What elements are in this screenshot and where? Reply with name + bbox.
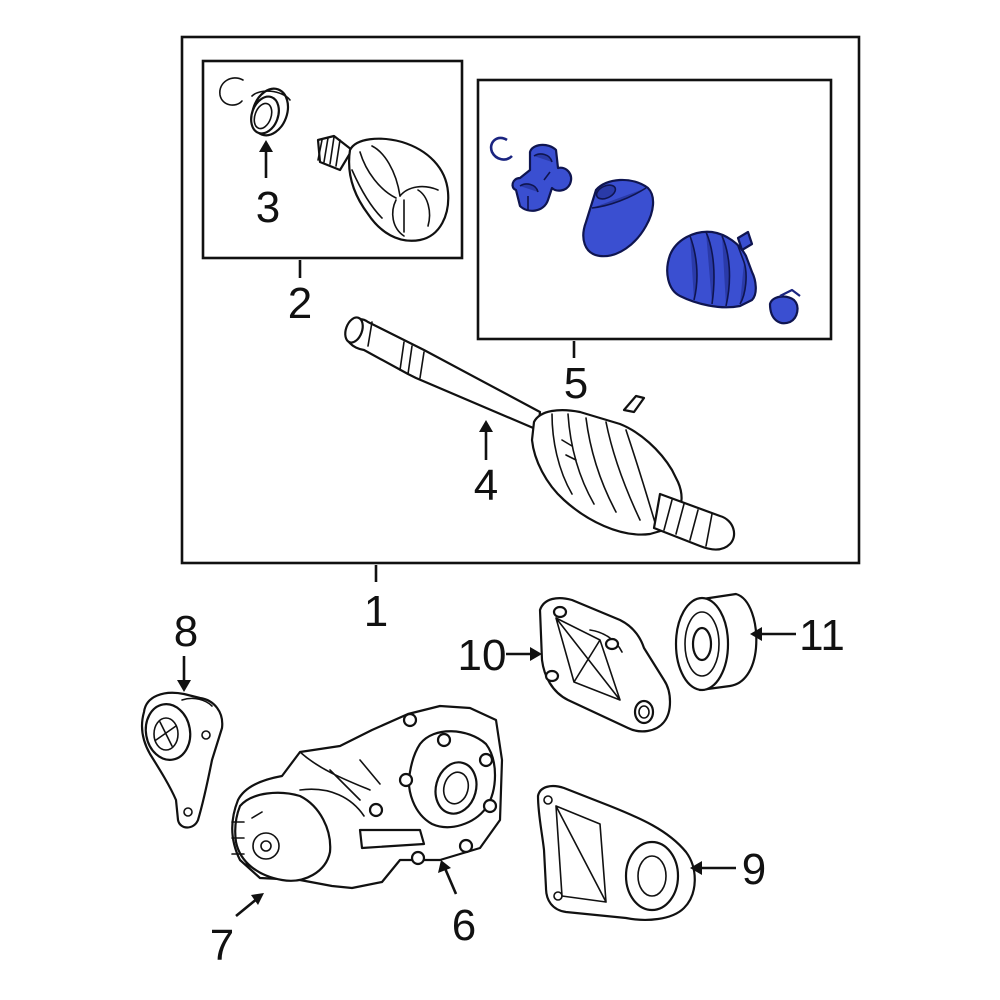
sub-box-2 [201,59,464,260]
part-5-boot-kit[interactable] [489,136,801,325]
callout-4: 4 [474,461,498,510]
callout-7: 7 [210,921,234,970]
callout-8: 8 [174,607,198,656]
part-6-differential[interactable] [231,704,504,890]
callout-9: 9 [742,845,766,894]
part-10-bracket-plate[interactable] [538,597,672,733]
leader-6 [442,865,458,895]
leader-7 [235,896,259,918]
callout-2: 2 [288,279,312,328]
callout-6: 6 [452,901,476,950]
sub-box-5 [476,78,833,341]
callout-11: 11 [799,611,845,660]
callout-10: 10 [458,631,507,680]
part-9-mount[interactable] [536,785,696,921]
part-2-inner-joint[interactable] [316,134,450,242]
part-3-seal[interactable] [219,77,294,140]
part-8-mount[interactable] [140,691,224,829]
callout-3: 3 [256,183,280,232]
part-4-axle-shaft[interactable] [342,315,736,551]
part-11-bushing[interactable] [674,592,758,692]
callout-1: 1 [364,587,388,636]
assembly-box-1 [180,35,861,565]
callout-5: 5 [564,359,588,408]
